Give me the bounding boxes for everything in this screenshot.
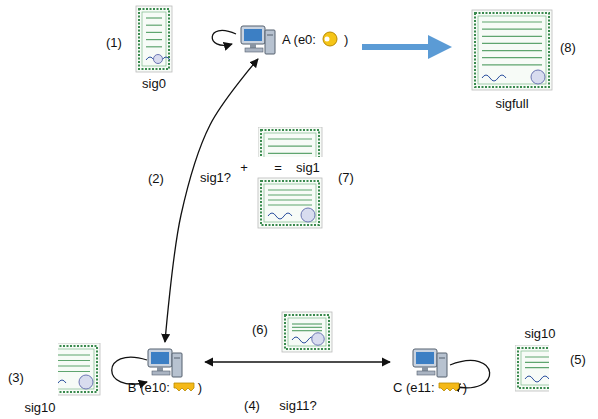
self-loop [212,30,236,45]
computer-node: B (e10:) [128,345,202,395]
node-label: ) [344,32,348,47]
document-icon [472,10,552,90]
callout-number: (5) [568,352,588,367]
operator: + [238,160,250,175]
key-share-icon [438,379,460,395]
computer-node: C (e11:) [393,345,467,395]
computer-node: A (e0:) [240,22,348,56]
callout-number: (3) [6,370,26,385]
document-icon [258,127,322,157]
computer-icon [147,345,183,379]
signature-label: sig1 [294,160,322,175]
node-label: B (e10: [128,380,170,395]
signature-label: sig10 [22,400,57,415]
document-icon [258,178,322,228]
signature-label: sig0 [140,76,168,91]
document-icon [282,312,332,352]
message-connector [205,361,390,362]
callout-number: (6) [250,322,270,337]
callout-number: (1) [104,35,124,50]
callout-number: (2) [146,171,166,186]
computer-icon [412,345,448,379]
document-icon [136,6,172,72]
computer-icon [240,22,276,56]
key-share-icon [173,379,195,395]
callout-number: (8) [558,40,578,55]
message-connector [165,59,258,342]
callout-number: (4) [242,398,262,413]
combine-arrow [362,44,440,50]
signature-label: sigfull [493,96,530,111]
node-label: ) [198,380,202,395]
signature-label: sig10 [522,326,557,341]
document-icon [58,343,100,395]
node-label: ) [463,380,467,395]
operator: = [272,160,284,175]
node-label: C (e11: [393,380,435,395]
edge-label: sig11? [277,398,318,413]
key-icon [319,31,341,47]
edge-label: sig1? [198,170,233,185]
callout-number: (7) [336,170,356,185]
document-icon [515,345,549,391]
node-label: A (e0: [282,32,316,47]
